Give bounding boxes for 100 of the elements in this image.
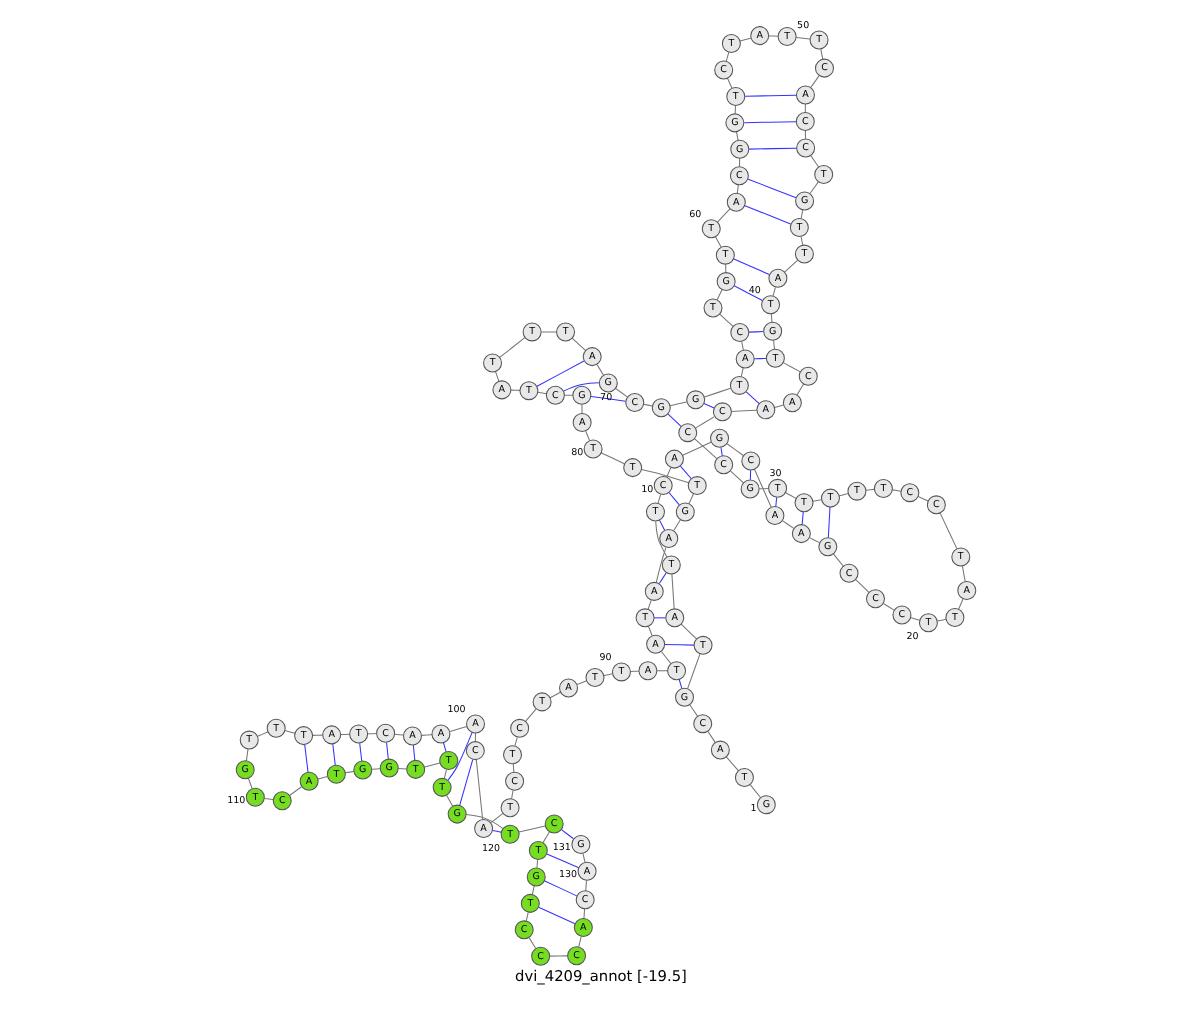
connector <box>411 744 415 761</box>
connector <box>715 208 730 223</box>
connector <box>448 726 467 732</box>
connector <box>489 812 503 824</box>
connector <box>580 403 582 414</box>
connector <box>246 777 252 790</box>
connector <box>358 742 362 762</box>
connector <box>808 181 818 194</box>
connector <box>771 286 775 297</box>
connector <box>693 438 717 460</box>
connector <box>714 236 721 248</box>
connector <box>799 235 803 246</box>
connector <box>658 519 665 531</box>
connector <box>535 859 538 869</box>
connector <box>807 537 819 544</box>
connector <box>732 285 762 302</box>
connector <box>740 340 743 351</box>
connector <box>464 813 503 830</box>
connector <box>694 416 714 429</box>
connector <box>654 520 667 558</box>
connector <box>809 75 819 89</box>
connector <box>935 618 946 622</box>
connector <box>799 209 803 219</box>
connector <box>800 511 803 526</box>
connector <box>735 184 738 194</box>
connector <box>686 653 700 690</box>
connector <box>595 363 604 376</box>
connector <box>752 357 766 360</box>
connector <box>262 797 273 801</box>
connector <box>890 489 901 492</box>
connector <box>916 495 928 502</box>
connector <box>783 259 797 273</box>
connector <box>548 955 567 957</box>
connector <box>832 553 843 567</box>
connector <box>423 762 440 768</box>
connector <box>584 880 586 892</box>
connector <box>654 546 666 584</box>
connector <box>743 205 791 225</box>
connector <box>577 935 581 948</box>
connector <box>703 387 731 398</box>
connector <box>559 829 573 840</box>
connector <box>670 573 674 610</box>
connector <box>288 786 302 796</box>
connector <box>957 598 963 610</box>
connector <box>667 492 679 506</box>
connector <box>498 337 525 358</box>
connector <box>837 493 848 497</box>
connector <box>718 313 733 327</box>
connector <box>909 617 920 621</box>
connector <box>537 906 575 925</box>
connector <box>663 643 694 646</box>
connector <box>864 488 874 491</box>
connector <box>773 404 783 408</box>
connector <box>524 911 528 922</box>
connector <box>599 452 624 465</box>
connector <box>575 680 587 686</box>
connector <box>743 94 796 97</box>
connector <box>494 371 499 382</box>
connector <box>370 768 380 770</box>
connector <box>746 178 796 199</box>
connector <box>774 496 777 507</box>
connector <box>256 731 268 737</box>
connector <box>881 602 894 611</box>
connector <box>446 731 472 781</box>
connector <box>570 337 585 351</box>
connector <box>458 758 473 806</box>
connector <box>742 121 796 124</box>
connector <box>543 880 577 897</box>
connector <box>769 313 772 323</box>
connector <box>441 742 446 753</box>
connector <box>545 853 579 869</box>
connector <box>668 401 687 407</box>
connector <box>659 651 671 664</box>
connector <box>672 519 680 532</box>
connector <box>826 506 830 538</box>
connector <box>729 470 743 484</box>
connector <box>809 155 819 168</box>
connector <box>739 367 743 377</box>
connector <box>744 391 759 405</box>
connector <box>527 937 536 949</box>
connector <box>767 35 778 37</box>
connector <box>548 691 560 699</box>
connector <box>524 708 536 722</box>
connector <box>772 339 774 350</box>
connector <box>715 289 722 301</box>
connector <box>445 794 453 807</box>
connector <box>331 743 335 766</box>
connector <box>283 730 295 734</box>
connector <box>656 493 661 504</box>
connector <box>642 403 652 407</box>
connector <box>665 467 671 478</box>
connector <box>794 36 810 40</box>
connector <box>725 443 743 457</box>
connector <box>678 465 691 480</box>
connector <box>530 885 534 895</box>
connector <box>706 730 715 744</box>
connector <box>726 77 732 89</box>
connector <box>517 825 545 833</box>
connector <box>738 37 751 42</box>
connector <box>541 831 550 844</box>
